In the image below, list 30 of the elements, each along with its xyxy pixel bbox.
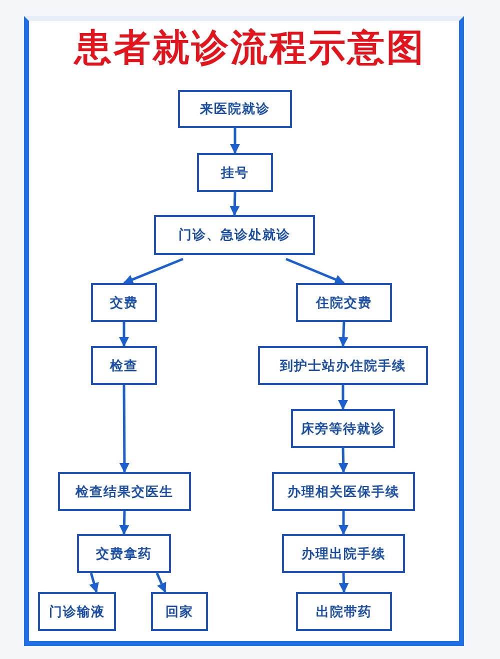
title: 患者就诊流程示意图 — [72, 26, 426, 70]
arrow — [119, 510, 130, 535]
arrow — [119, 385, 130, 473]
process-box: 床旁等待就诊 — [291, 409, 395, 448]
arrow — [286, 258, 345, 284]
process-box: 住院交费 — [296, 283, 392, 322]
process-box: 门诊输液 — [38, 592, 116, 631]
arrow — [156, 572, 166, 593]
process-box: 检查结果交医生 — [58, 472, 191, 511]
process-box: 办理相关医保手续 — [272, 472, 415, 511]
process-box: 检查 — [91, 346, 157, 385]
process-box: 出院带药 — [296, 592, 392, 631]
process-box: 来医院就诊 — [178, 90, 292, 128]
arrow — [338, 448, 348, 473]
arrow — [338, 385, 348, 410]
arrow — [123, 258, 184, 284]
arrow — [230, 192, 240, 216]
process-box: 办理出院手续 — [282, 534, 405, 573]
arrow — [338, 572, 349, 593]
process-box: 挂号 — [197, 153, 273, 192]
process-box: 交费 — [91, 283, 157, 322]
arrow — [338, 322, 348, 347]
arrow — [338, 511, 348, 535]
arrow — [230, 128, 240, 154]
process-box: 回家 — [151, 592, 208, 631]
arrow — [89, 572, 99, 593]
process-box: 到护士站办住院手续 — [258, 346, 428, 385]
process-box: 门诊、急诊处就诊 — [154, 215, 315, 255]
process-box: 交费拿药 — [77, 534, 171, 573]
arrow — [119, 322, 129, 347]
